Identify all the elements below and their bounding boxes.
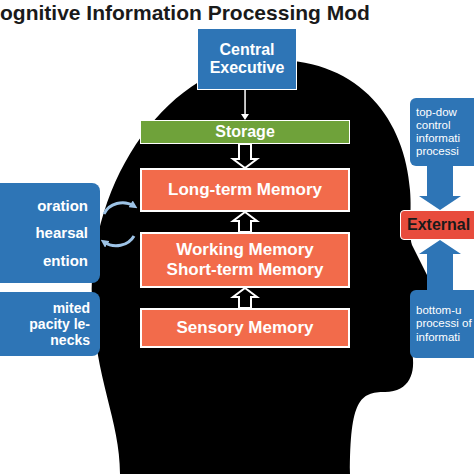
external-box: External [400, 210, 474, 240]
box-text: mited pacity le-necks [28, 300, 90, 348]
box-text: Working Memory [176, 240, 314, 260]
control-box: bottom-u processi of informati [410, 290, 474, 358]
limit-box: mited pacity le-necks [0, 292, 100, 356]
memory-box: Working MemoryShort-term Memory [140, 232, 350, 288]
memory-box: Long-term Memory [140, 168, 350, 212]
process-box: oration hearsal ention [0, 183, 100, 283]
control-box: top-dow control informati processi [410, 98, 474, 166]
executive-box: Central Executive [197, 28, 297, 90]
box-text: Storage [215, 123, 275, 141]
memory-box: Sensory Memory [140, 308, 350, 348]
storage-box: Storage [140, 120, 350, 144]
diagram-title: ognitive Information Processing Mod [0, 1, 474, 25]
flow-arrow [419, 240, 461, 290]
box-text: ention [43, 252, 88, 269]
box-text: Long-term Memory [168, 180, 322, 200]
flow-arrow [233, 288, 257, 308]
flow-arrow [233, 212, 257, 232]
cycle-arrow [104, 203, 134, 214]
box-text: hearsal [35, 224, 88, 241]
head-silhouette [92, 60, 433, 474]
box-text: bottom-u processi of informati [416, 304, 474, 344]
cycle-arrow [104, 236, 134, 246]
flow-arrow [233, 144, 257, 168]
flow-arrow [241, 90, 249, 120]
box-text: Short-term Memory [167, 260, 324, 280]
box-text: oration [37, 197, 88, 214]
box-text: top-dow control informati processi [416, 106, 474, 159]
box-text: External [407, 216, 470, 234]
box-text: Central Executive [202, 41, 292, 78]
flow-arrow [419, 166, 461, 210]
box-text: Sensory Memory [177, 318, 314, 338]
